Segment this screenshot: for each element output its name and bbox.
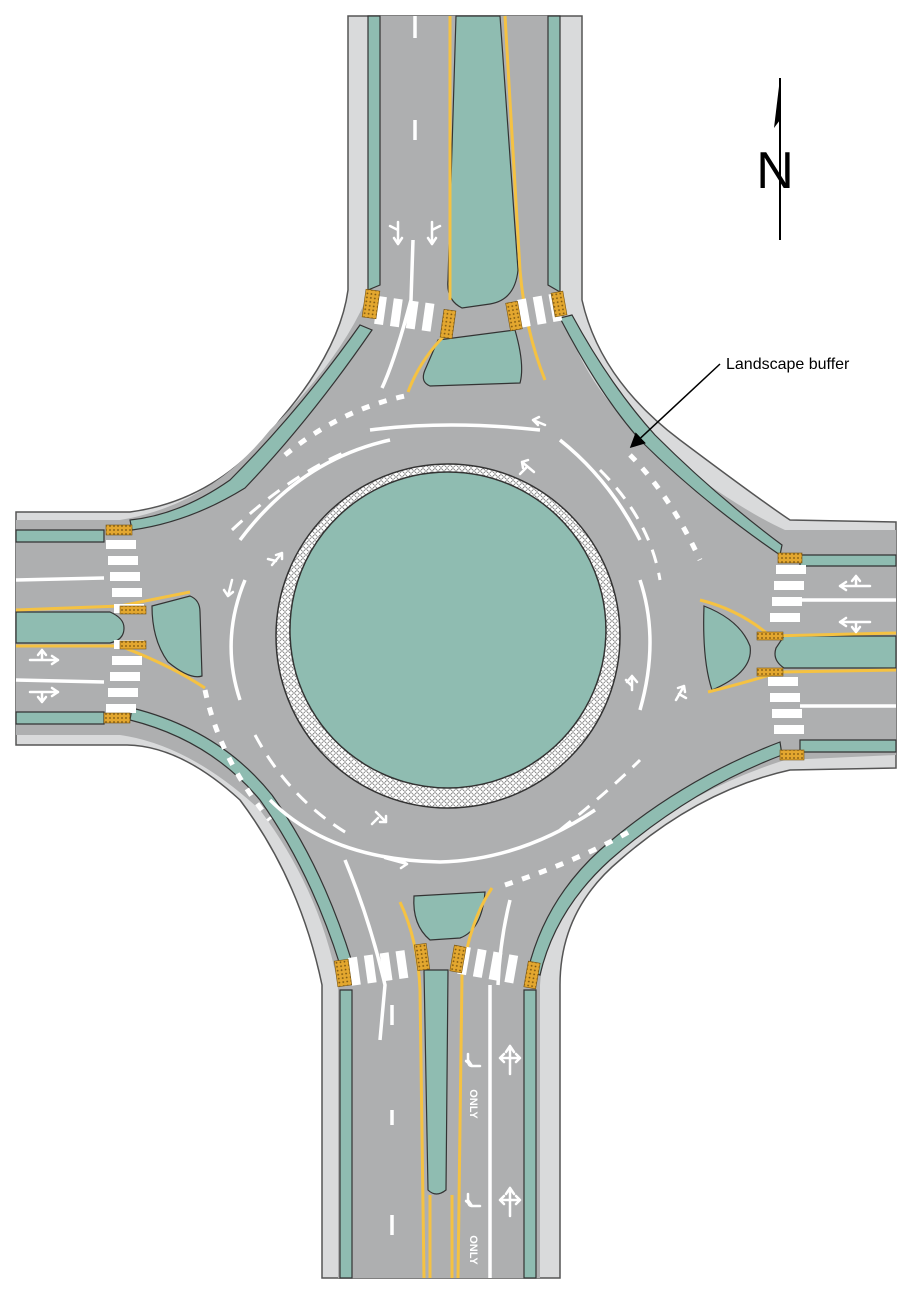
- lane-arrow-icon: [383, 856, 409, 870]
- lane-arrow-icon: [388, 220, 404, 246]
- lane-arrow-icon: [518, 458, 536, 476]
- lane-arrow-icon: [426, 220, 442, 246]
- lane-arrow-icon: [674, 684, 688, 702]
- lane-arrow-icon: [28, 648, 60, 666]
- splitter-islands: [15, 15, 897, 1195]
- lane-arrow-icon: [266, 551, 284, 567]
- central-island: [275, 463, 621, 809]
- lane-arrow-icon: [464, 1192, 482, 1208]
- west-splitter-island: [15, 611, 125, 644]
- only-marking-2: ONLY: [467, 1235, 479, 1265]
- lane-arrow-icon: [28, 686, 60, 704]
- crosswalk-east: [768, 565, 806, 734]
- lane-arrow-icon: [370, 810, 388, 826]
- west-splitter-nose: [151, 595, 203, 678]
- lane-arrows: [28, 220, 872, 1218]
- lane-arrow-icon: [531, 415, 547, 427]
- crosswalk-north-west: [374, 296, 435, 332]
- dashed-lines: [202, 393, 703, 888]
- lane-arrow-icon: [498, 1186, 522, 1218]
- landscape-buffer-label: Landscape buffer: [726, 356, 850, 373]
- north-letter: N: [756, 142, 794, 200]
- east-splitter-island: [774, 635, 897, 669]
- lane-arrow-icon: [222, 578, 235, 598]
- landscape-strips: [15, 15, 897, 1279]
- landscape-buffer-callout: Landscape buffer: [629, 356, 850, 449]
- leader-arrow-icon: [629, 363, 721, 449]
- north-splitter-nose: [422, 329, 523, 387]
- crosswalk-south-west: [348, 950, 409, 986]
- south-splitter-island: [423, 969, 449, 1195]
- lane-arrow-icon: [838, 574, 872, 592]
- lane-arrow-icon: [498, 1044, 522, 1076]
- detectable-warnings: [103, 288, 805, 990]
- north-splitter-island: [447, 15, 519, 309]
- lane-arrow-icon: [838, 616, 872, 634]
- lane-arrow-icon: [464, 1052, 482, 1068]
- north-arrow-icon: N: [756, 78, 794, 240]
- white-lane-lines: [15, 16, 896, 1278]
- lane-arrow-icon: [624, 674, 639, 692]
- east-splitter-nose: [703, 605, 751, 691]
- central-landscape: [289, 471, 607, 789]
- only-marking-1: ONLY: [467, 1089, 479, 1119]
